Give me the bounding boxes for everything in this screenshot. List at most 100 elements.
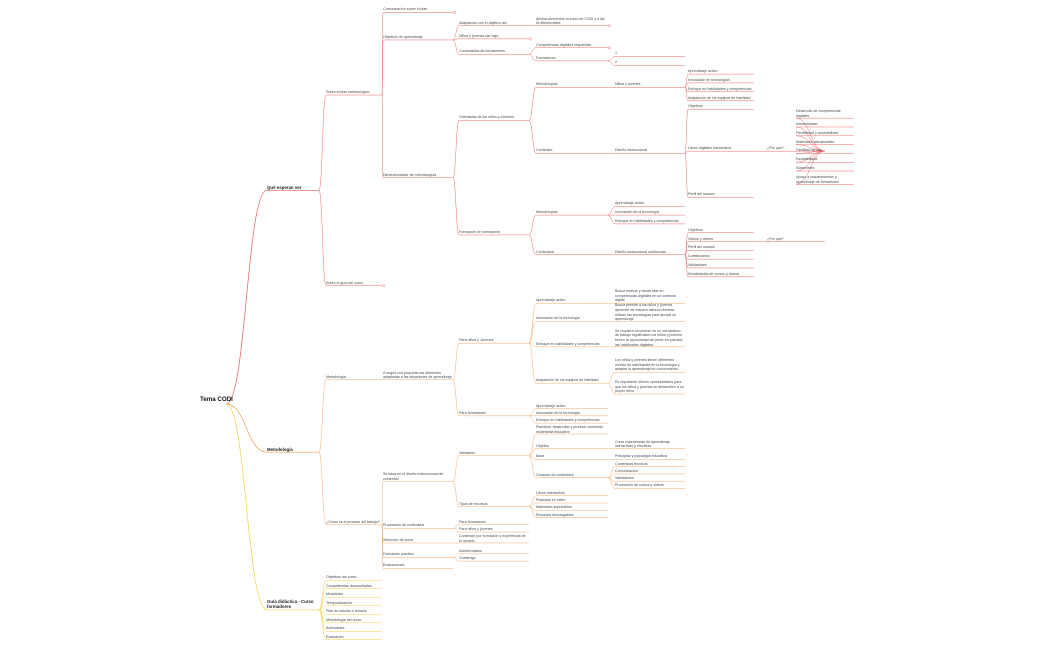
topic-produccion-de-contenidos[interactable]: Producción de contenidos	[383, 523, 425, 528]
topic-por-que[interactable]: ¿Por qué?	[767, 236, 784, 241]
topic-metodologias[interactable]: Metodologías	[536, 210, 558, 215]
topic-tipos-de-recursos[interactable]: Tipos de recursos	[459, 501, 488, 506]
topic-modalidades-de-cursos-y-videos[interactable]: Modalidades de cursos y videos	[688, 271, 740, 276]
topic-contenidos[interactable]: Contenidos	[536, 249, 555, 254]
topic-sobre-el-plan-metodologico[interactable]: Sobre el plan metodológico	[326, 90, 370, 95]
topic-por-que[interactable]: ¿Por qué?	[767, 146, 784, 151]
topic-aprendizaje-activo[interactable]: Aprendizaje activo	[615, 201, 645, 206]
branch-que-esperan-ver[interactable]: Qué esperan ver	[267, 185, 302, 191]
topic-enfoque-en-habilidades-y-competencias[interactable]: Enfoque en habilidades y competencias	[615, 218, 679, 223]
topic-crear-experiencias-de-aprendizaje-intera[interactable]: Crear experiencias de aprendizaje intera…	[615, 439, 670, 449]
branch-guia-didactica-curso-formadores[interactable]: Guía didáctica - Curso formadores	[267, 599, 314, 610]
topic-objetivos[interactable]: Objetivos	[688, 104, 703, 109]
topic-seleccion-de-curso[interactable]: Selección de curso	[383, 537, 414, 542]
topic-busca-motivar-y-desarrollar-en-competenc[interactable]: Busca motivar y desarrollar en competenc…	[615, 289, 676, 303]
topic-competencias-desarrolladas[interactable]: Competencias desarrolladas	[326, 583, 372, 588]
topic-para-formadores[interactable]: Para formadores	[459, 519, 486, 524]
topic-ninos-y-jovenes[interactable]: Niños y jóvenes	[615, 82, 641, 87]
topic-para-formadores[interactable]: Para formadores	[459, 410, 486, 415]
topic-busca-permite-a-los-ninos-y-jovenes-apre[interactable]: Busca permite a los niños y jóvenes apre…	[615, 303, 677, 322]
topic-conmutados-de-formaciones[interactable]: Conmutados de formaciones	[459, 49, 505, 54]
topic-innovacion-de-la-tecnologia[interactable]: Innovación de la tecnología	[536, 316, 580, 321]
collapse-toggle-icon[interactable]	[452, 11, 456, 14]
topic-se-requiere-conocerse-en-un-mecanismo-de[interactable]: Se requiere conocerse en un mecanismo de…	[615, 328, 683, 347]
topic-produccion-de-cursos-y-videos[interactable]: Producción de cursos y videos	[615, 483, 664, 488]
topic-objetivos-del-curso[interactable]: Objetivos del curso	[326, 575, 357, 580]
topic-flexibilidad-y-accesibilidad[interactable]: Flexibilidad y accesibilidad	[796, 130, 839, 135]
topic-videos-y-videos[interactable]: Videos y videos	[688, 236, 714, 241]
topic-autoformacion[interactable]: Autoformación	[459, 548, 483, 553]
topic-aprendizaje-activo[interactable]: Aprendizaje activo	[536, 403, 566, 408]
topic-facilidad-de-uso[interactable]: Facilidad de uso	[796, 148, 823, 153]
topic-cuestionarios[interactable]: Cuestionarios	[688, 254, 710, 259]
topic-competencias-digitales-requeridas[interactable]: Competencias digitales requeridas	[536, 42, 592, 47]
topic-es-importante-ofrecer-oportunidades-para[interactable]: Es importante ofrecer oportunidades para…	[615, 380, 684, 394]
topic-base[interactable]: Base	[536, 454, 545, 459]
topic-objetivos[interactable]: Objetivos	[688, 227, 703, 232]
topic-plan-de-estudio-o-temario[interactable]: Plan de estudio o temario	[326, 609, 367, 614]
topic-los-ninos-y-jovenes-tienen-diferentes-ni[interactable]: Los niños y jóvenes tienen diferentes ni…	[615, 358, 680, 372]
topic-contenido-por-formacion-y-experiencia-de[interactable]: Contenido por formación y experiencia de…	[459, 533, 526, 543]
topic-desarrollo-de-competencias-digitales[interactable]: Desarrollo de competencias digitales	[796, 109, 841, 118]
collapse-toggle-icon[interactable]	[529, 37, 532, 41]
topic-materiales-imprimibles[interactable]: Materiales imprimibles	[536, 505, 572, 510]
topic-adaptacion-de-los-equipos-de-habilidad[interactable]: Adaptación de los equipos de habilidad	[688, 95, 751, 100]
topic-principios-y-psicologia-educativa[interactable]: Principios y psicología educativa	[615, 454, 667, 459]
topic-validacion[interactable]: Validación	[459, 450, 476, 455]
root-topic[interactable]: Tema CODI	[200, 396, 233, 403]
topic-validadores[interactable]: Validadores	[688, 262, 707, 267]
topic-enfoque-en-habilidades-y-competencias[interactable]: Enfoque en habilidades y competencias	[536, 341, 600, 346]
topic-dimensionalizar-de-metodologias[interactable]: Dimensionalizar de metodologías	[383, 172, 437, 177]
topic-planificar-desarrollar-y-producir-conten[interactable]: Planificar, desarrollar y producir conte…	[536, 425, 603, 434]
topic-temporalizacion[interactable]: Temporalización	[326, 600, 352, 605]
topic-perfil-del-usuario[interactable]: Perfil del usuario	[688, 192, 715, 197]
branch-metodologia[interactable]: Metodología	[267, 447, 293, 453]
topic-adaptacion-con-el-objetivo-del[interactable]: Adaptación con el objetivo del	[459, 20, 507, 25]
topic-innovacion-de-la-tecnologia[interactable]: Innovación de la tecnología	[615, 210, 659, 215]
topic-aprendizaje-activo[interactable]: Aprendizaje activo	[536, 298, 566, 303]
topic-enfoque-en-habilidades-y-competencias[interactable]: Enfoque en habilidades y competencias	[536, 418, 600, 423]
topic-objetivo[interactable]: Objetivo	[536, 443, 550, 448]
topic-comunicacion[interactable]: Comunicación	[615, 468, 638, 473]
collapse-toggle-icon[interactable]	[608, 46, 611, 50]
topic-libros-interactivos[interactable]: Libros interactivos	[536, 490, 565, 495]
topic-contenido[interactable]: Contenido	[536, 148, 553, 153]
topic-1[interactable]: 1.	[615, 51, 618, 56]
topic-adaptacion-de-los-equipos-de-habilidad[interactable]: Adaptación de los equipos de habilidad	[536, 378, 599, 383]
topic-interactividad[interactable]: Interactividad	[796, 121, 818, 126]
topic-recursos-descargables[interactable]: Recursos descargables	[536, 512, 574, 517]
topic-podcasts-en-video[interactable]: Podcasts en video	[536, 498, 566, 502]
topic-creacion-de-contenidos[interactable]: Creación de contenidos	[536, 472, 574, 477]
topic-sobre-el-guia-del-curso[interactable]: Sobre el guía del curso	[326, 280, 363, 285]
topic-para-ninos-y-jovenes[interactable]: Para niños y Jóvenes	[459, 338, 494, 343]
topic-objetivos-de-aprendizaje[interactable]: Objetivos de aprendizaje	[383, 34, 423, 39]
topic-metodologia-del-curso[interactable]: Metodología del curso	[326, 617, 362, 622]
topic-formacion-de-formadores[interactable]: Formación de formadores	[459, 229, 501, 234]
topic-aprendizaje-activo[interactable]: Aprendizaje activo	[688, 69, 718, 74]
topic-validadores[interactable]: Validadores	[615, 476, 634, 481]
topic-modalidad[interactable]: Modalidad	[326, 592, 343, 597]
topic-evaluacion[interactable]: Evaluación	[326, 634, 344, 639]
topic-metodologias[interactable]: Metodologías	[536, 82, 558, 87]
topic-2[interactable]: 2.	[615, 60, 618, 65]
topic-ninos-y-jovenes-dar-bajo[interactable]: Niños y jóvenes dar bajo	[459, 33, 499, 38]
topic-comunicacion-sobre-el-plan[interactable]: Comunicación sobre el plan	[383, 7, 428, 12]
topic-diseno-instruccional-multimodal[interactable]: Diseño instruccional multimodal	[615, 249, 666, 254]
topic-contenidos-tecnicos[interactable]: Contenidos técnicos	[615, 461, 648, 466]
topic-libros-digitales-interactivos[interactable]: Libros digitales interactivos	[688, 146, 732, 151]
topic-innovacion-en-tecnologias[interactable]: Innovación en tecnologías	[688, 77, 730, 82]
topic-evaluaciones[interactable]: Evaluaciones	[383, 563, 405, 568]
topic-orientadas-de-los-ninos-y-jovenes[interactable]: Orientadas de los niños y Jóvenes	[459, 115, 514, 120]
topic-sostenibles[interactable]: Sostenibles	[796, 166, 815, 171]
topic-diseno-instruccional[interactable]: Diseño instruccional	[615, 148, 648, 153]
topic-actividades[interactable]: Actividades	[326, 626, 345, 631]
topic-materiales-actualizables[interactable]: Materiales actualizables	[796, 139, 835, 144]
collapse-toggle-icon[interactable]	[608, 24, 611, 28]
topic-innovacion-de-la-tecnologia[interactable]: Innovación de la tecnología	[536, 410, 580, 415]
topic-metodologia[interactable]: Metodología	[326, 374, 346, 379]
topic-guiatengo[interactable]: Guiatengo	[459, 556, 476, 561]
topic-perfil-del-usuario[interactable]: Perfil del usuario	[688, 245, 715, 250]
topic-enfoque-en-habilidades-y-competencias[interactable]: Enfoque en habilidades y competencias	[688, 86, 752, 91]
topic-para-ninos-y-jovenes[interactable]: Para niños y jóvenes	[459, 527, 493, 532]
collapse-toggle-icon[interactable]	[381, 284, 385, 287]
